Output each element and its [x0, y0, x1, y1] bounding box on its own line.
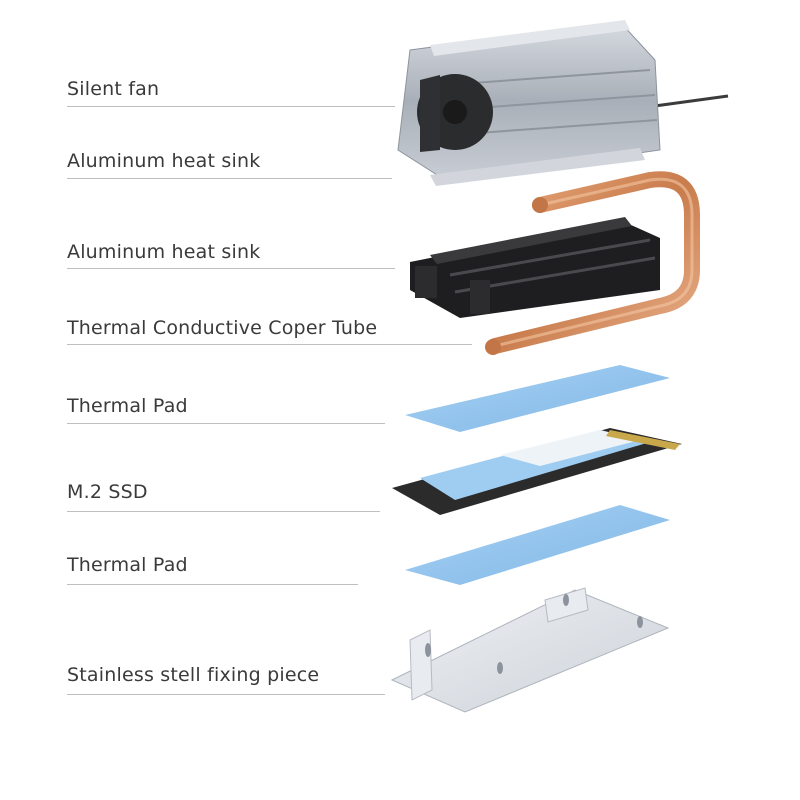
label-copper-tube: Thermal Conductive Coper Tube	[67, 317, 378, 339]
fixing-piece-illustration	[390, 587, 670, 713]
rule-thermal-pad-bottom	[67, 584, 358, 585]
thermal-pad-bottom-illustration	[405, 505, 670, 585]
label-fixing-piece: Stainless stell fixing piece	[67, 664, 320, 686]
rule-silent-fan	[67, 106, 395, 107]
rule-copper-tube	[67, 344, 472, 345]
rule-aluminum-heat-sink-black	[67, 268, 395, 269]
label-aluminum-heat-sink-black: Aluminum heat sink	[67, 241, 261, 263]
copper-tube-illustration	[485, 171, 700, 355]
label-aluminum-heat-sink-top: Aluminum heat sink	[67, 150, 261, 172]
label-thermal-pad-top: Thermal Pad	[67, 395, 188, 417]
label-silent-fan: Silent fan	[67, 78, 160, 100]
ssd-illustration	[392, 428, 682, 515]
rule-aluminum-heat-sink-top	[67, 178, 392, 179]
black-heatsink-illustration	[410, 217, 660, 318]
label-thermal-pad-bottom: Thermal Pad	[67, 554, 188, 576]
rule-thermal-pad-top	[67, 423, 385, 424]
label-m2-ssd: M.2 SSD	[67, 481, 148, 503]
rule-fixing-piece	[67, 694, 385, 695]
thermal-pad-top-illustration	[405, 365, 670, 432]
rule-m2-ssd	[67, 511, 380, 512]
fan-heatsink-illustration	[397, 20, 729, 186]
